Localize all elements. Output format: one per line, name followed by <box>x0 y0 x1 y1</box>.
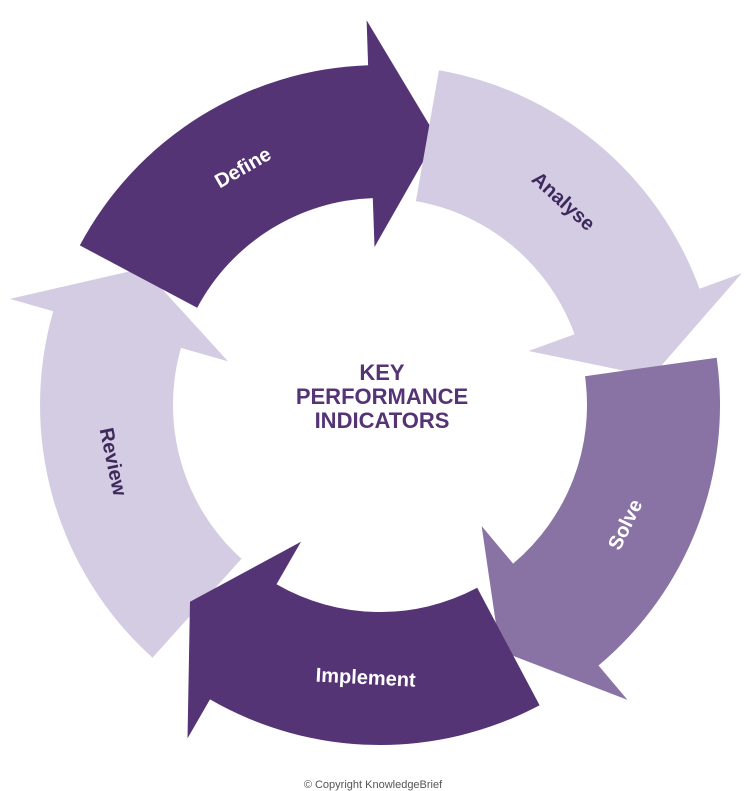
analyse-arrow <box>415 70 742 377</box>
solve-arrow <box>481 357 721 700</box>
cycle-arrows <box>9 20 742 745</box>
center-title-line-2: PERFORMANCE <box>296 384 468 409</box>
implement-label: Implement <box>315 664 416 691</box>
define-arrow <box>79 20 437 308</box>
implement-arrow <box>187 541 540 745</box>
center-title-line-1: KEY <box>359 360 405 385</box>
center-title-line-3: INDICATORS <box>315 408 450 433</box>
review-arrow <box>9 268 242 658</box>
copyright-text: © Copyright KnowledgeBrief <box>304 779 443 791</box>
